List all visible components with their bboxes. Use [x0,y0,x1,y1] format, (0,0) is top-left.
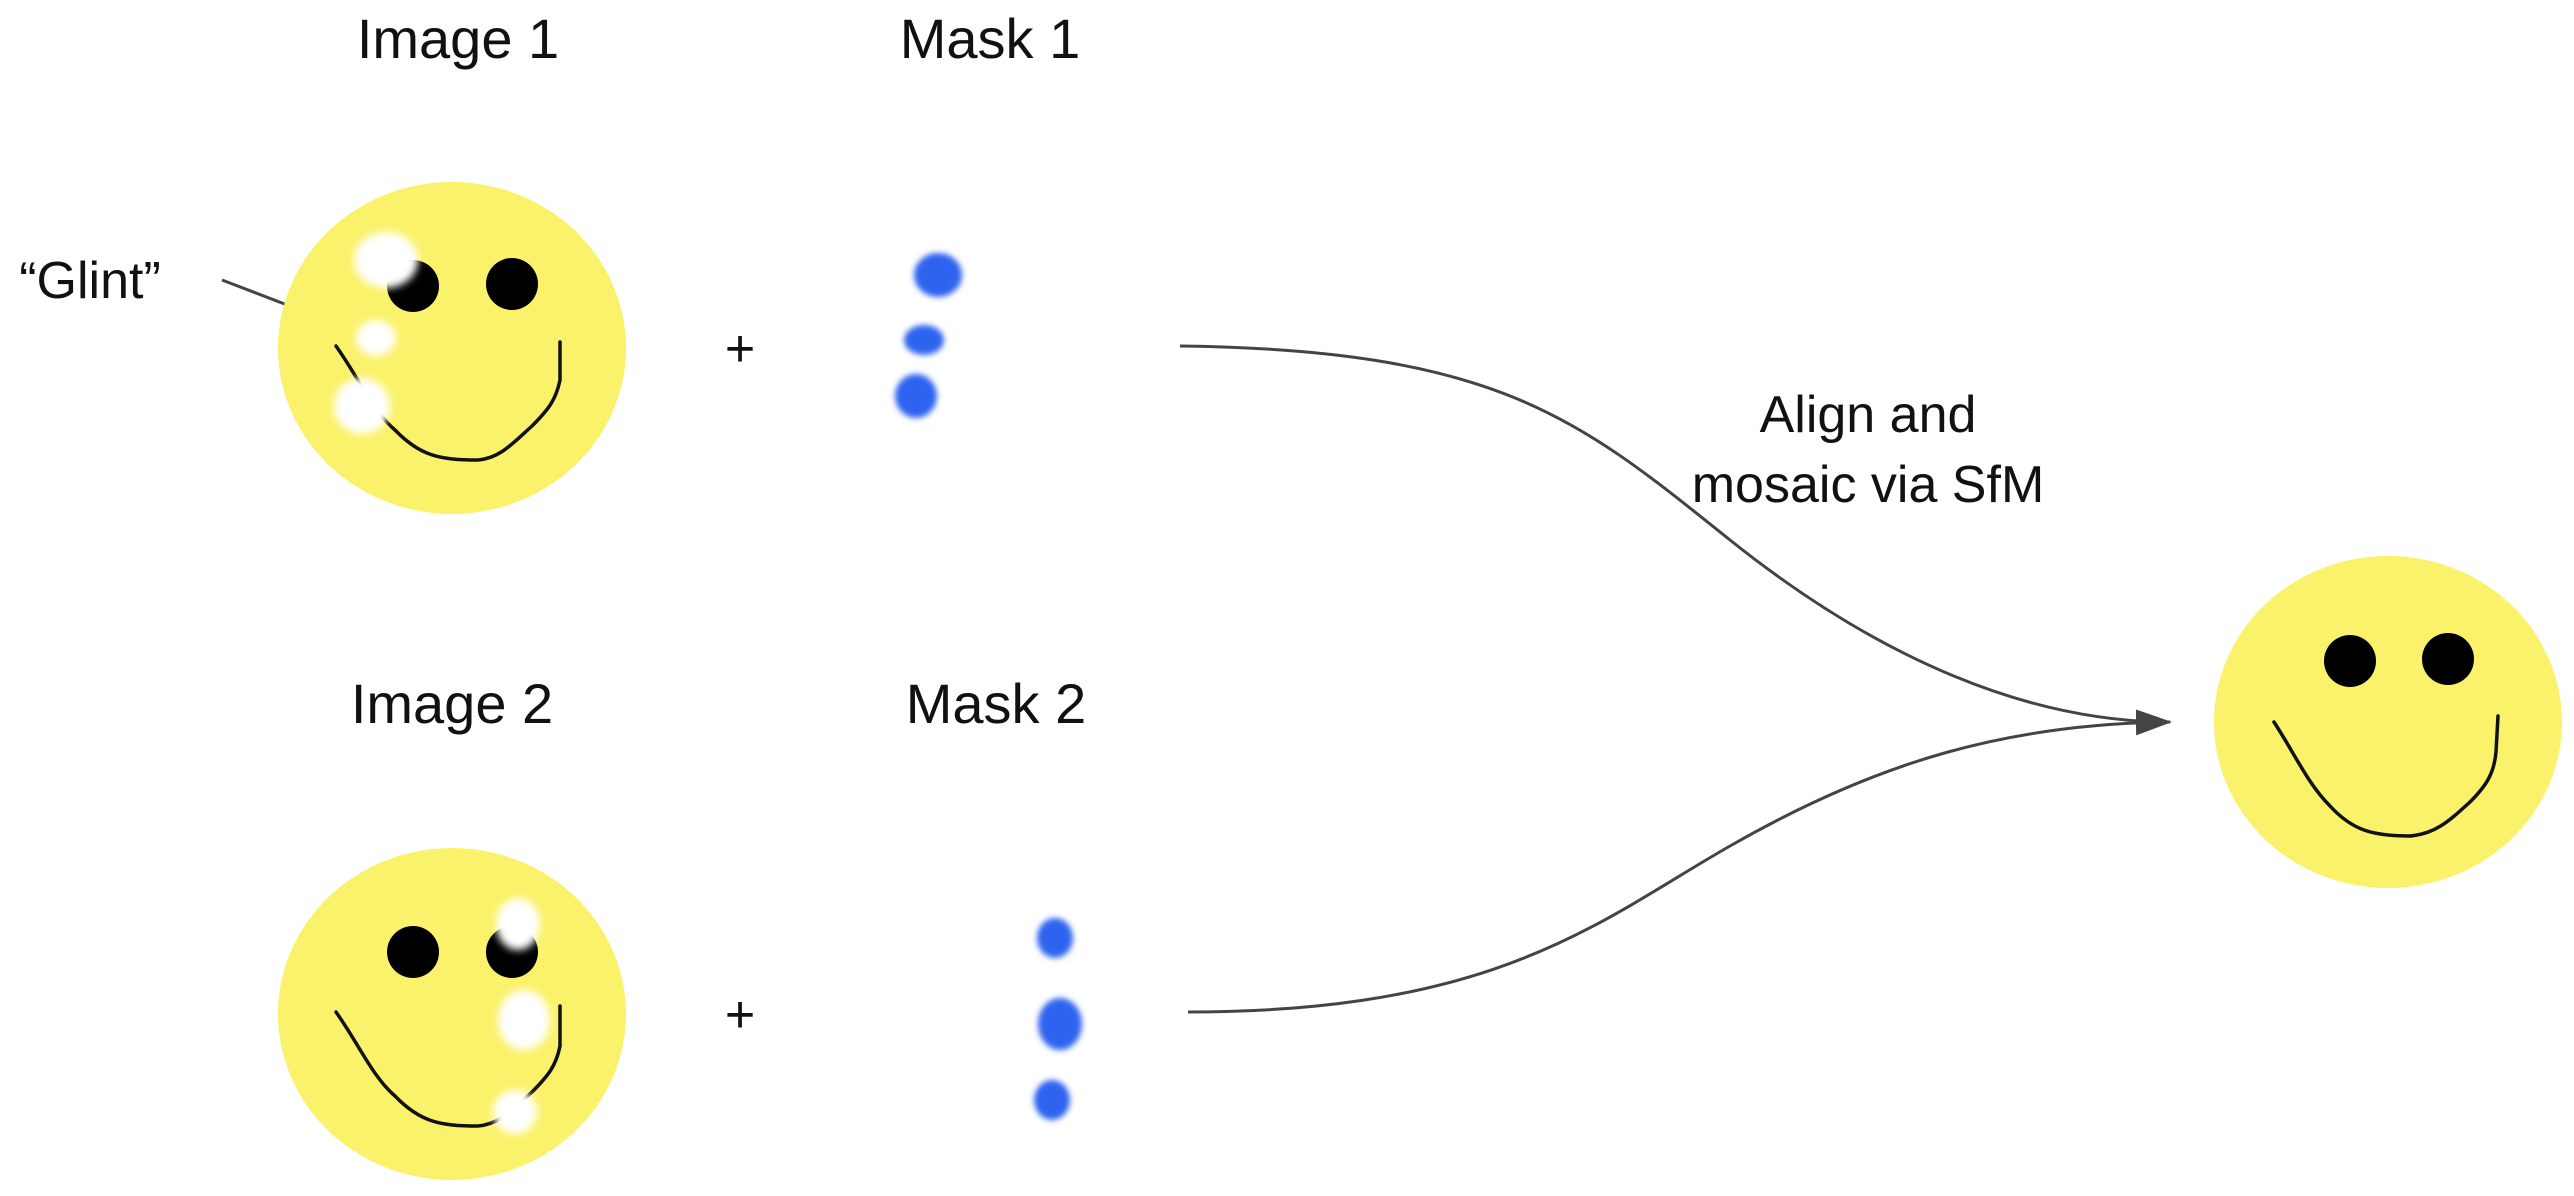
mask1-blob-1 [914,253,962,297]
mask1-label: Mask 1 [900,7,1081,70]
image2-left-eye [387,926,439,978]
image1-glint-3 [334,378,390,434]
image1-label: Image 1 [357,7,559,70]
image2-mouth [334,1004,562,1128]
image1-glint-2 [356,320,396,356]
mask2-blob-1 [1037,918,1073,958]
result-mouth [2272,714,2500,838]
image1-smiley-icon [278,182,626,514]
image1-right-eye [486,258,538,310]
mask2-blob-3 [1034,1080,1070,1120]
top-curve-arrow [1179,344,2171,724]
mask2-blob-2 [1038,998,1082,1050]
mask1-blob-3 [895,374,937,418]
image1-glint-1 [354,232,418,288]
image2-glint-1 [496,898,540,950]
result-smiley-icon [2214,556,2562,888]
glint-label: “Glint” [19,252,161,310]
mask1-blob-2 [904,325,944,355]
result-right-eye [2422,633,2474,685]
align-label-line1: Align and [1760,386,1977,444]
plus-sign-2: + [725,986,755,1044]
image2-smiley-icon [278,848,626,1180]
image2-glint-2 [498,990,550,1050]
mask2-label: Mask 2 [906,672,1087,735]
plus-sign-1: + [725,320,755,378]
mask2-blobs-icon [1034,918,1082,1120]
image2-label: Image 2 [351,672,553,735]
align-label-line2: mosaic via SfM [1692,456,2045,514]
result-left-eye [2324,635,2376,687]
mask1-blobs-icon [895,253,962,418]
bottom-curve-arrow [1187,709,2172,1014]
image2-glint-3 [493,1090,537,1134]
